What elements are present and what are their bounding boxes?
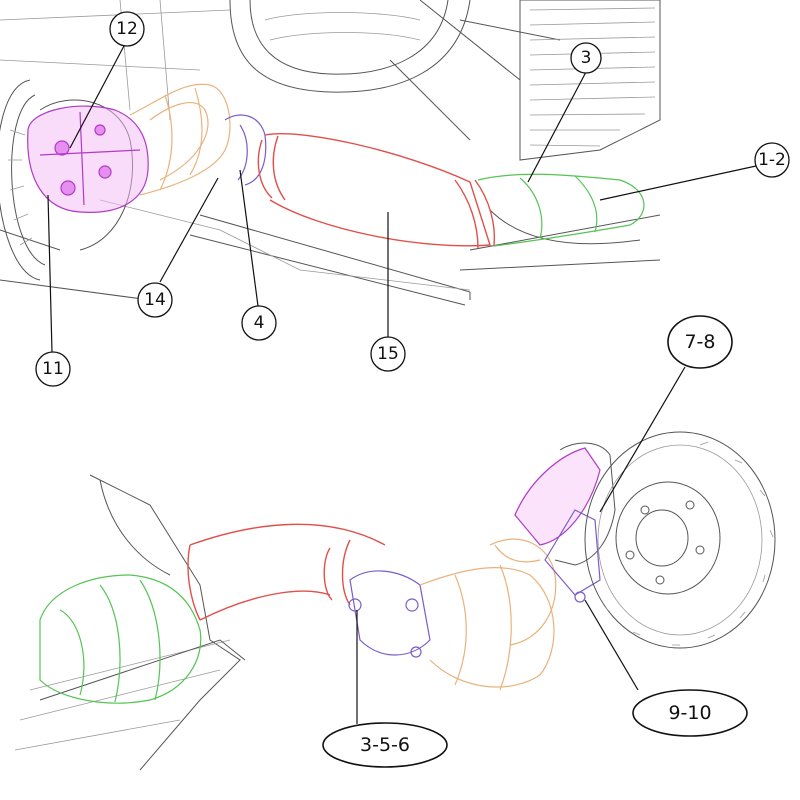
callout-9-10-label: 9-10 <box>668 702 711 724</box>
callout-3-5-6-label: 3-5-6 <box>360 734 410 756</box>
callout-3-top: 3 <box>570 42 602 74</box>
top-caliper-adapter <box>27 105 149 213</box>
callout-9-10: 9-10 <box>632 689 748 737</box>
callout-7-8: 7-8 <box>667 315 733 369</box>
callout-3-label: 3 <box>581 48 592 68</box>
bottom-intake-duct <box>187 523 386 621</box>
top-elbow-duct <box>129 83 231 196</box>
bottom-leaders <box>356 366 686 724</box>
callout-12: 12 <box>109 11 145 47</box>
callout-4-label: 4 <box>254 313 265 333</box>
bottom-brake-disc <box>584 431 776 649</box>
top-intake-duct <box>257 133 496 249</box>
top-scoop <box>477 173 645 247</box>
bottom-chassis-linework <box>14 474 246 771</box>
bottom-caliper <box>514 442 616 603</box>
callout-4: 4 <box>241 305 277 341</box>
bottom-exploded-view: 7-8 3-5-6 9-10 <box>14 315 776 771</box>
callout-11-label: 11 <box>42 359 64 379</box>
callout-7-8-label: 7-8 <box>684 331 715 353</box>
callout-15: 15 <box>370 336 406 372</box>
bottom-elbow-duct <box>419 538 557 691</box>
bottom-bracket <box>348 570 431 658</box>
callout-14-label: 14 <box>144 290 166 310</box>
bottom-scoop <box>39 574 202 704</box>
callout-1-2-label: 1-2 <box>758 150 786 170</box>
callout-14: 14 <box>137 282 173 318</box>
callout-11: 11 <box>35 351 71 387</box>
callout-3-5-6: 3-5-6 <box>322 722 448 768</box>
chassis-linework <box>0 0 661 306</box>
callout-15-label: 15 <box>377 344 399 364</box>
top-leaders <box>47 43 757 353</box>
callout-1-2: 1-2 <box>754 142 790 178</box>
top-assembly-view: 12 3 1-2 14 4 15 11 <box>0 0 790 387</box>
callout-12-label: 12 <box>116 19 138 39</box>
